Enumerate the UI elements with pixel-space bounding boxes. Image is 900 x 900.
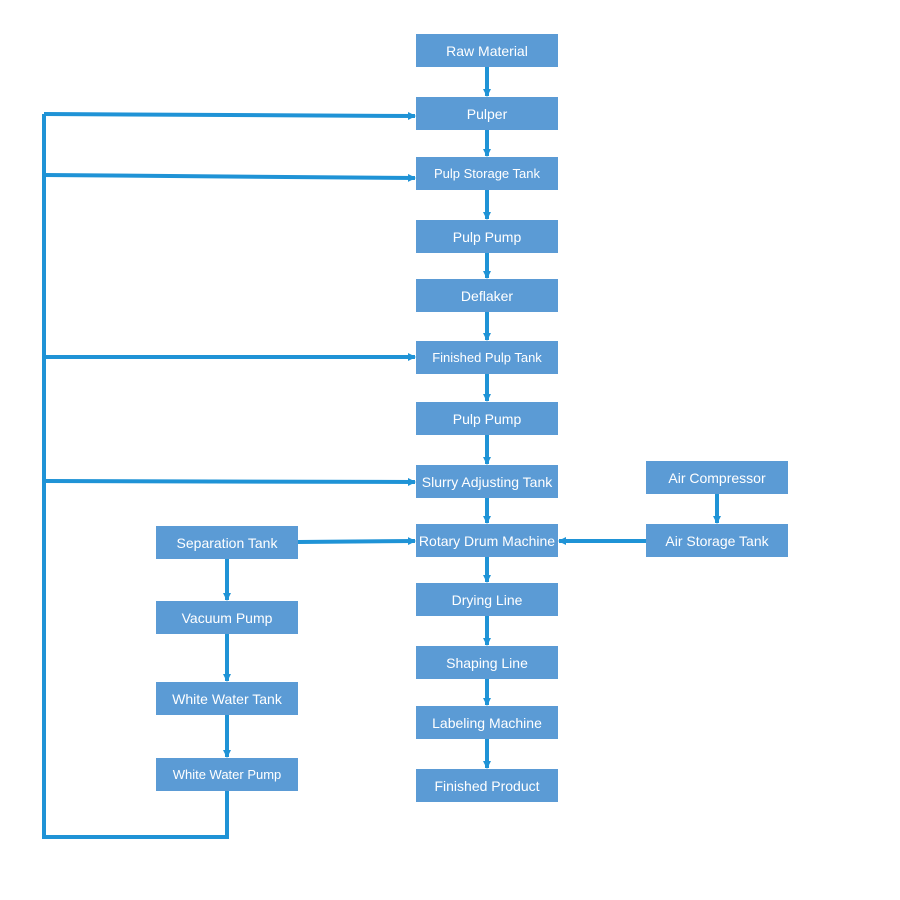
connector-return-to-pulper <box>43 111 416 120</box>
node-air-compressor: Air Compressor <box>646 461 788 494</box>
connector-return-to-pulp-storage <box>43 173 416 182</box>
node-separation-tank: Separation Tank <box>156 526 298 559</box>
node-pulp-pump-2: Pulp Pump <box>416 402 558 435</box>
node-finished-product: Finished Product <box>416 769 558 802</box>
connector-white-water-return-loop <box>42 114 229 839</box>
node-drying-line: Drying Line <box>416 583 558 616</box>
node-raw-material: Raw Material <box>416 34 558 67</box>
node-deflaker: Deflaker <box>416 279 558 312</box>
node-white-water-tank: White Water Tank <box>156 682 298 715</box>
node-finished-pulp-tank: Finished Pulp Tank <box>416 341 558 374</box>
node-slurry-adjusting-tank: Slurry Adjusting Tank <box>416 465 558 498</box>
node-air-storage-tank: Air Storage Tank <box>646 524 788 557</box>
node-white-water-pump: White Water Pump <box>156 758 298 791</box>
node-vacuum-pump: Vacuum Pump <box>156 601 298 634</box>
connector-separation-to-rotary <box>297 537 416 546</box>
connector-return-to-slurry <box>43 477 416 486</box>
node-pulp-storage-tank: Pulp Storage Tank <box>416 157 558 190</box>
node-shaping-line: Shaping Line <box>416 646 558 679</box>
node-pulp-pump-1: Pulp Pump <box>416 220 558 253</box>
node-pulper: Pulper <box>416 97 558 130</box>
node-labeling-machine: Labeling Machine <box>416 706 558 739</box>
node-rotary-drum-machine: Rotary Drum Machine <box>416 524 558 557</box>
